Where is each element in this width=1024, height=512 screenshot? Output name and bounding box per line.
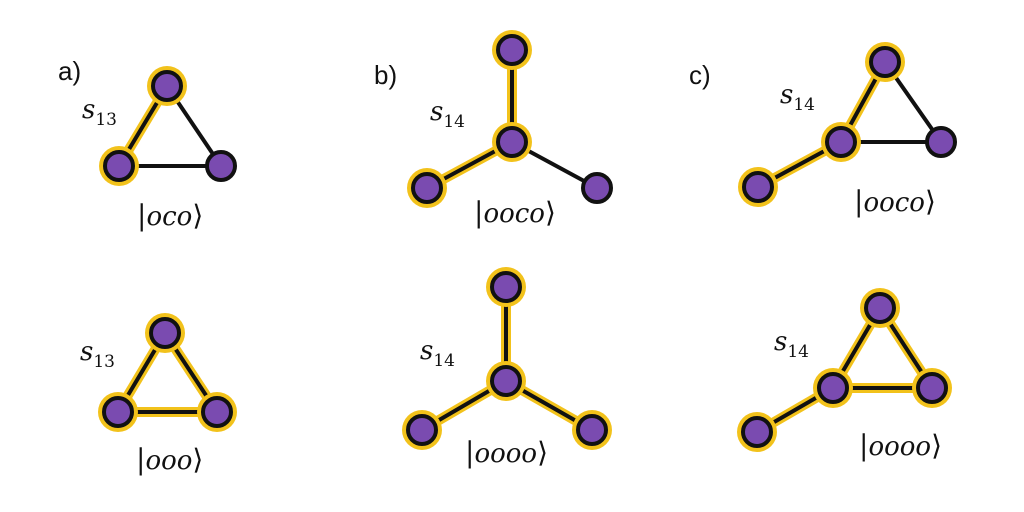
panel-label-a: a) [58, 56, 81, 86]
s-label-b-bottom: s14 [420, 336, 455, 371]
nodes-c-top [738, 42, 957, 207]
s-label-a-top: s13 [82, 95, 117, 130]
node-b-bottom-0 [490, 271, 522, 303]
ket-b-top: |ooco⟩ [474, 196, 556, 229]
node-c-bottom-3 [741, 416, 773, 448]
node-a-top-1 [103, 150, 135, 182]
node-a-top-0 [151, 70, 183, 102]
ket-c-top: |ooco⟩ [854, 185, 936, 218]
nodes-b-top [407, 30, 613, 208]
node-b-top-2 [411, 172, 443, 204]
node-a-bottom-0 [149, 317, 181, 349]
node-b-top-1 [496, 126, 528, 158]
node-a-bottom-2 [201, 396, 233, 428]
node-b-bottom-1 [490, 365, 522, 397]
node-c-top-3 [742, 171, 774, 203]
node-c-top-0 [869, 46, 901, 78]
node-b-bottom-2 [406, 414, 438, 446]
node-a-bottom-1 [102, 396, 134, 428]
nodes-layer [98, 30, 957, 452]
node-c-bottom-0 [864, 292, 896, 324]
ket-b-bottom: |oooo⟩ [465, 436, 548, 469]
node-c-bottom-1 [817, 372, 849, 404]
ket-a-top: |oco⟩ [137, 199, 203, 232]
panel-label-b: b) [374, 60, 397, 90]
ket-c-bottom: |oooo⟩ [859, 429, 942, 462]
nodes-c-bottom [737, 288, 952, 452]
node-a-top-2 [205, 150, 237, 182]
node-c-top-2 [925, 126, 957, 158]
ket-a-bottom: |ooo⟩ [136, 443, 203, 476]
s-label-c-top: s14 [780, 80, 815, 115]
node-b-bottom-3 [576, 414, 608, 446]
s-label-c-bottom: s14 [774, 327, 809, 362]
s-label-a-bottom: s13 [80, 337, 115, 372]
panel-label-c: c) [689, 60, 711, 90]
node-b-top-3 [581, 172, 613, 204]
nodes-a-top [99, 66, 237, 186]
nodes-b-bottom [402, 267, 612, 450]
node-c-bottom-2 [916, 372, 948, 404]
edges-layer [113, 45, 943, 437]
node-c-top-1 [825, 126, 857, 158]
node-b-top-0 [496, 34, 528, 66]
s-label-b-top: s14 [430, 97, 465, 132]
nodes-a-bottom [98, 313, 237, 432]
